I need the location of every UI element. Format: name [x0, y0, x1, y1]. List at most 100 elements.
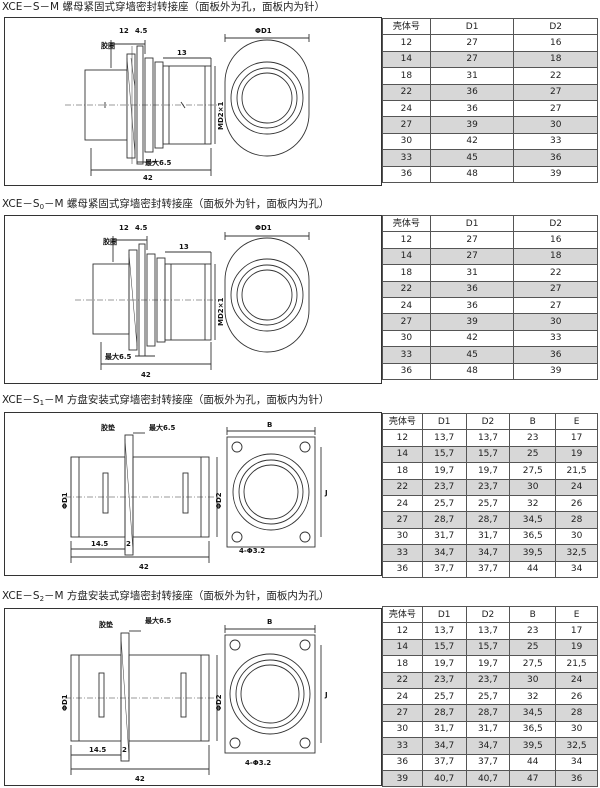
- table-header-cell: E: [555, 605, 598, 624]
- table-cell: 30: [513, 116, 598, 134]
- table-cell: 30: [382, 720, 423, 739]
- table-cell: 14: [382, 445, 423, 464]
- table-cell: 36: [429, 296, 515, 315]
- table-cell: 12: [382, 231, 431, 249]
- phi-d1-label: ΦD1: [255, 27, 272, 35]
- table-cell: 28,7: [465, 511, 511, 529]
- table-cell: 16: [513, 231, 598, 249]
- md2-label: MD2×1: [217, 297, 225, 326]
- phi-d1-label: ΦD1: [61, 492, 69, 509]
- table-cell: 37,7: [421, 560, 467, 578]
- table-cell: 30: [513, 313, 598, 331]
- table-cell: 22: [513, 67, 598, 85]
- table-cell: 33: [513, 132, 598, 151]
- table-cell: 27: [382, 511, 423, 529]
- table-cell: 39: [382, 769, 423, 788]
- table-cell: 33: [513, 329, 598, 348]
- dim-2-label: 2: [126, 540, 131, 548]
- table-cell: 27: [382, 704, 423, 722]
- dim-4-5-label: 4.5: [135, 224, 148, 232]
- b-label: B: [267, 618, 272, 626]
- table-cell: 21,5: [555, 655, 598, 673]
- table-cell: 19,7: [465, 462, 511, 480]
- table-cell: 34,5: [509, 704, 557, 722]
- table-cell: 30: [382, 527, 423, 546]
- table-cell: 24: [555, 671, 598, 689]
- table-cell: 22: [382, 280, 431, 298]
- table-cell: 13,7: [465, 622, 511, 640]
- table-cell: 36: [513, 149, 598, 167]
- section-s1-m: XCE－S1－M 方盘安装式穿墙密封转接座（面板外为孔，面板内为针）: [0, 393, 600, 583]
- table-cell: 19: [555, 638, 598, 657]
- dim-13-label: 13: [177, 49, 187, 57]
- table-cell: 30: [555, 720, 598, 739]
- title-suffix: －M 方盘安装式穿墙密封转接座（面板外为针，面板内为孔）: [44, 590, 330, 602]
- table-cell: 23: [509, 622, 557, 640]
- table-cell: 27,5: [509, 655, 557, 673]
- table-cell: 30: [382, 132, 431, 151]
- title-prefix: XCE－S－M: [2, 1, 60, 13]
- table-cell: 12: [382, 34, 431, 52]
- table-cell: 36: [429, 280, 515, 298]
- table-cell: 23: [509, 429, 557, 447]
- table-cell: 36,5: [509, 720, 557, 739]
- dim-42-label: 42: [139, 563, 149, 571]
- section-s-m: XCE－S－M 螺母紧固式穿墙密封转接座（面板外为孔，面板内为针）: [0, 0, 600, 190]
- table-cell: 24: [382, 494, 423, 513]
- table-cell: 36: [382, 560, 423, 578]
- phi-d1-label: ΦD1: [61, 694, 69, 711]
- table-cell: 36: [513, 346, 598, 364]
- table-header-cell: 壳体号: [382, 214, 431, 233]
- table-cell: 12: [382, 429, 423, 447]
- table-cell: 27: [513, 296, 598, 315]
- section-title: XCE－S1－M 方盘安装式穿墙密封转接座（面板外为孔，面板内为针）: [2, 393, 329, 410]
- table-cell: 27: [382, 313, 431, 331]
- table-cell: 23,7: [421, 671, 467, 689]
- table-header-cell: D1: [421, 605, 467, 624]
- table-cell: 24: [555, 478, 598, 496]
- table-cell: 25: [509, 638, 557, 657]
- title-sub: 0: [39, 203, 45, 211]
- table-header-cell: D1: [429, 214, 515, 233]
- table-cell: 44: [509, 560, 557, 578]
- title-sub: 2: [39, 595, 45, 603]
- table-cell: 33: [382, 737, 423, 755]
- dim-2-label: 2: [122, 746, 127, 754]
- table-cell: 19,7: [465, 655, 511, 673]
- table-cell: 30: [382, 329, 431, 348]
- table-cell: 14: [382, 247, 431, 266]
- holes-label: 4-Φ3.2: [239, 547, 265, 555]
- table-cell: 21,5: [555, 462, 598, 480]
- phi-d1-label: ΦD1: [255, 224, 272, 232]
- table-cell: 27: [429, 231, 515, 249]
- drawing-frame: 胶垫 最大6.5 B ΦD1 ΦD2 J 4-Φ3.2 14.5 2 42: [4, 412, 382, 576]
- table-cell: 31,7: [465, 527, 511, 546]
- connector-drawing: 12 4.5 胶圈 13 ΦD1 MD2×1 最大6.5 42: [75, 224, 310, 379]
- table-cell: 27,5: [509, 462, 557, 480]
- dim-12-label: 12: [119, 224, 129, 232]
- title-suffix: －M 方盘安装式穿墙密封转接座（面板外为孔，面板内为针）: [44, 394, 330, 406]
- table-cell: 30: [555, 527, 598, 546]
- title-prefix: XCE－S: [2, 590, 40, 602]
- section-s0-m: XCE－S0－M 螺母紧固式穿墙密封转接座（面板外为针，面板内为孔）: [0, 197, 600, 387]
- table-cell: 31,7: [421, 527, 467, 546]
